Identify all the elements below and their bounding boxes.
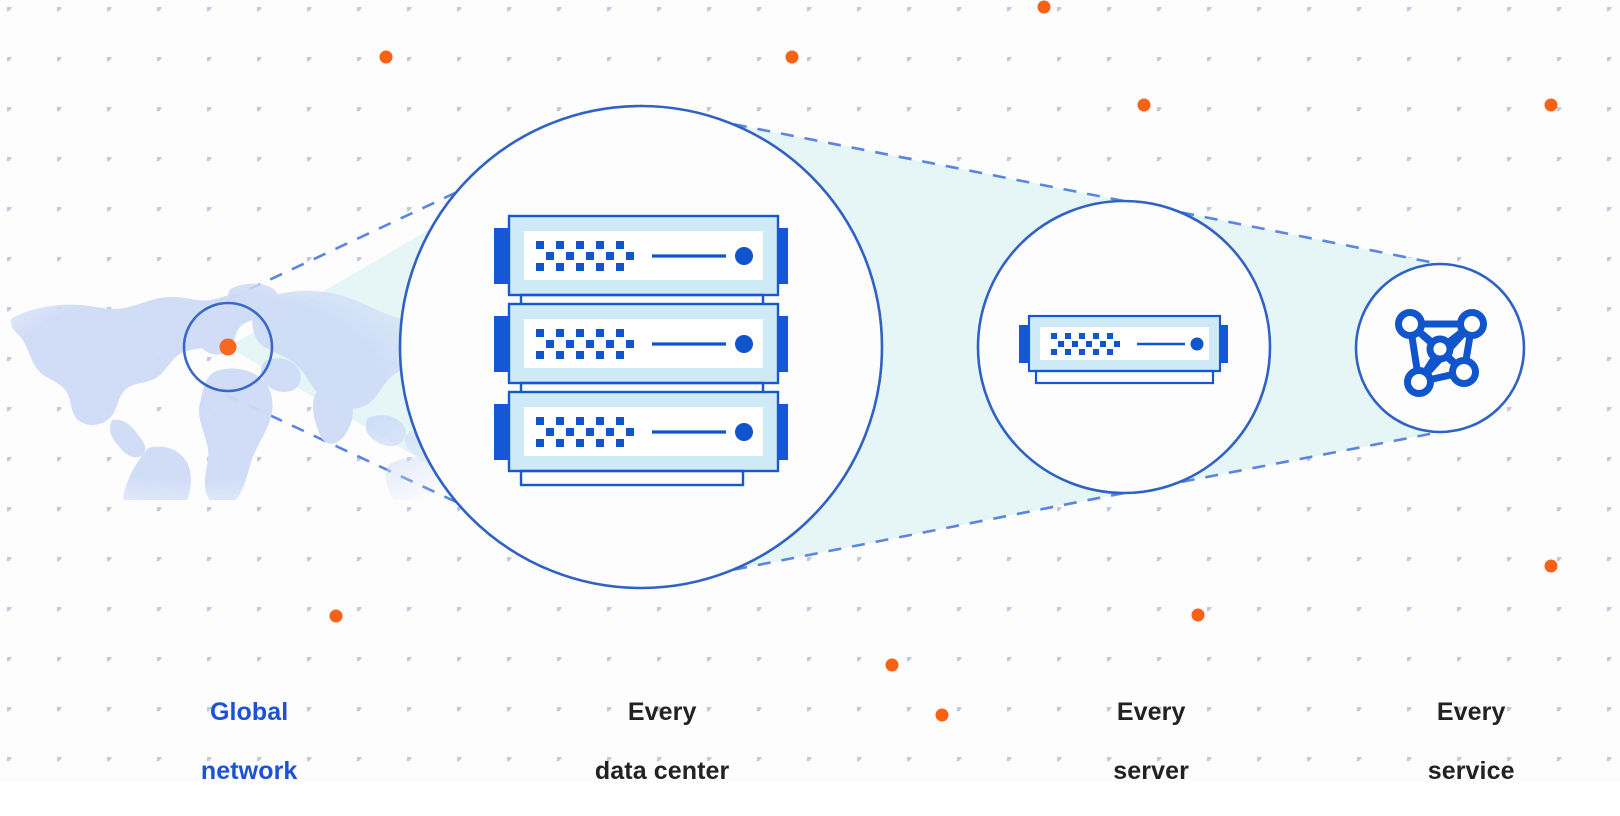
server-rack-unit	[494, 214, 788, 297]
scaling-diagram-illustration	[0, 0, 1620, 782]
diagram-canvas: Global network Every data center Every s…	[0, 0, 1620, 785]
highlight-dots	[329, 0, 1558, 722]
server-rack-unit	[494, 302, 788, 385]
map-highlight-circle	[182, 301, 274, 393]
server-rack-unit	[494, 390, 788, 473]
server-rack-icon	[494, 214, 788, 487]
single-server-icon	[1019, 314, 1228, 385]
map-location-dot	[219, 338, 237, 356]
network-graph-nodes	[1395, 309, 1487, 397]
